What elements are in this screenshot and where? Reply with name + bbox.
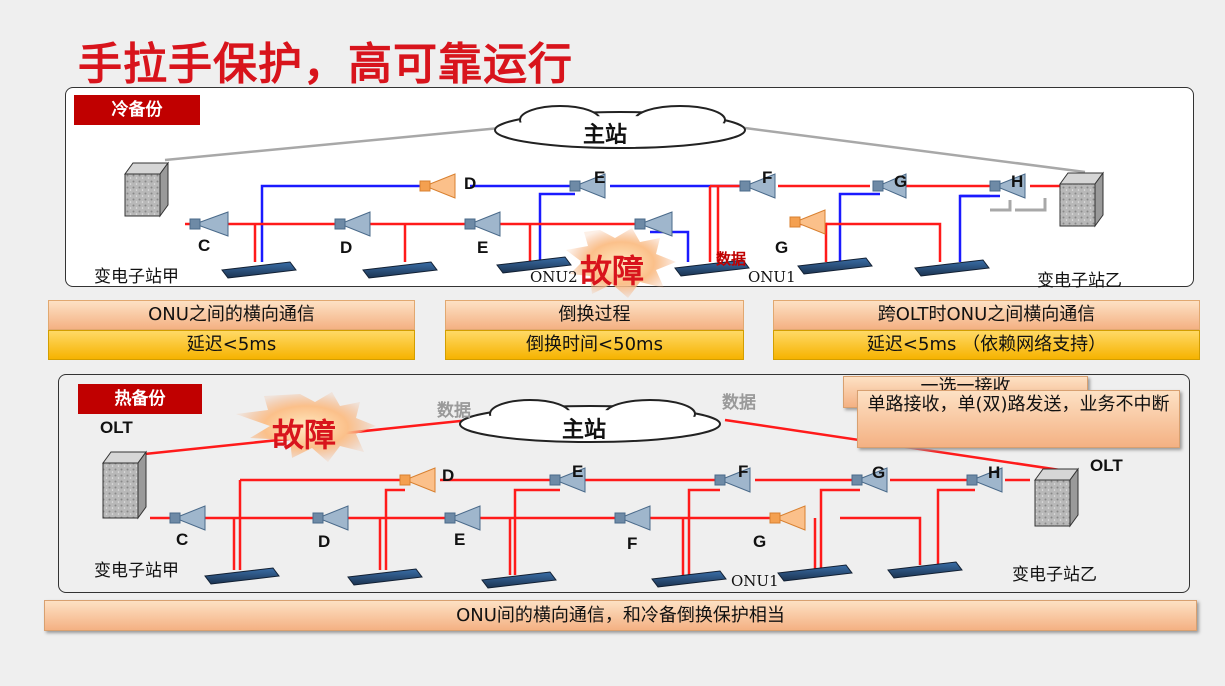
onu-icon xyxy=(797,257,873,275)
onu-icon xyxy=(347,568,423,586)
splitter-icon xyxy=(549,467,586,493)
cold-onu1-label: ONU1 xyxy=(748,268,796,286)
hot-fault-burst xyxy=(236,392,376,462)
hot-onu1-label: ONU1 xyxy=(731,572,779,590)
splitter-icon xyxy=(739,173,776,199)
cold-node-g-bottom: G xyxy=(775,238,789,257)
splitter-icon xyxy=(989,173,1026,199)
onu-icon xyxy=(362,261,438,279)
hot-node-e-bottom: E xyxy=(454,530,466,549)
splitter-icon xyxy=(334,211,371,237)
hot-olt-left-label: OLT xyxy=(100,418,133,437)
page-title: 手拉手保护，高可靠运行 xyxy=(78,39,573,90)
hot-node-h-top: H xyxy=(988,463,1001,482)
hot-node-g-bottom: G xyxy=(753,532,767,551)
cold-box-switchover: 倒换过程 倒换时间<50ms xyxy=(445,300,744,360)
cold-box-switchover-title: 倒换过程 xyxy=(445,300,744,330)
splitter-icon xyxy=(419,173,456,199)
hot-master-cloud xyxy=(459,399,721,443)
onu-icon xyxy=(887,561,963,579)
cold-node-h-top: H xyxy=(1011,172,1024,191)
cold-node-g-top: G xyxy=(894,172,908,191)
onu-icon xyxy=(777,564,853,582)
hot-node-f-bottom: F xyxy=(627,534,638,553)
onu-icon xyxy=(674,259,750,277)
hot-backup-panel xyxy=(58,374,1190,593)
cold-box-cross-olt: 跨OLT时ONU之间横向通信 延迟<5ms （依赖网络支持） xyxy=(773,300,1200,360)
cold-node-d-bottom: D xyxy=(340,238,353,257)
cold-backup-lines xyxy=(260,184,1000,262)
hot-node-g-top: G xyxy=(872,463,886,482)
onu-icon xyxy=(914,259,990,277)
hot-ring-lines xyxy=(150,478,1030,575)
hot-backup-tag: 热备份 xyxy=(78,384,202,414)
splitters xyxy=(169,173,1026,531)
hot-node-d-top: D xyxy=(442,466,455,485)
hot-node-d-bottom: D xyxy=(318,532,331,551)
splitter-icon xyxy=(872,173,907,199)
onu-icon xyxy=(221,261,297,279)
hot-node-c: C xyxy=(176,530,189,549)
splitter-icon xyxy=(169,505,206,531)
splitter-icon xyxy=(464,211,501,237)
cold-node-e-bottom: E xyxy=(477,238,489,257)
onu-icon xyxy=(481,571,557,589)
cold-box-cross-olt-title: 跨OLT时ONU之间横向通信 xyxy=(773,300,1200,330)
cold-node-f-top: F xyxy=(762,168,773,187)
hot-station-b-label: 变电子站乙 xyxy=(1012,565,1097,585)
cold-olt-a-cube xyxy=(124,161,169,218)
onu-devices xyxy=(204,256,990,589)
cold-data-label: 数据 xyxy=(716,250,747,268)
splitter-icon xyxy=(444,505,481,531)
cold-fault-burst xyxy=(566,228,676,298)
hot-station-a-label: 变电子站甲 xyxy=(94,561,179,581)
hot-data-right-label: 数据 xyxy=(722,393,756,413)
cold-master-cloud xyxy=(494,105,746,149)
cold-box-cross-olt-value: 延迟<5ms （依赖网络支持） xyxy=(773,330,1200,360)
hot-data-left-label: 数据 xyxy=(437,401,471,421)
cold-box-onu-comm-title: ONU之间的横向通信 xyxy=(48,300,415,330)
splitter-icon xyxy=(189,211,229,237)
splitter-icon xyxy=(966,467,1003,493)
hot-master-label: 主站 xyxy=(562,417,607,442)
cold-master-label: 主站 xyxy=(583,122,628,147)
onu-icon xyxy=(496,256,572,274)
cold-master-links xyxy=(164,126,1086,174)
splitter-icon xyxy=(614,505,651,531)
cold-fault-label: 故障 xyxy=(580,252,645,290)
cold-station-a-label: 变电子站甲 xyxy=(94,267,179,287)
cold-box-onu-comm: ONU之间的横向通信 延迟<5ms xyxy=(48,300,415,360)
cold-station-b-label: 变电子站乙 xyxy=(1037,271,1122,291)
hot-node-e-top: E xyxy=(572,462,584,481)
cold-backup-tag: 冷备份 xyxy=(74,95,200,125)
cold-gray-stub xyxy=(990,198,1047,212)
hot-note-front: 单路接收，单(双)路发送，业务不中断 xyxy=(857,390,1180,448)
hot-olt-a-cube xyxy=(102,450,147,520)
cold-node-d-top: D xyxy=(464,174,477,193)
hot-olt-b-cube xyxy=(1034,467,1079,528)
hot-olt-right-label: OLT xyxy=(1090,456,1123,475)
splitter-icon xyxy=(769,505,806,531)
splitter-icon xyxy=(399,467,436,493)
onu-icon xyxy=(204,567,280,585)
cold-node-c: C xyxy=(198,236,211,255)
splitter-icon xyxy=(789,209,826,235)
hot-fault-label: 故障 xyxy=(272,416,337,454)
splitter-icon xyxy=(851,467,888,493)
cold-box-switchover-value: 倒换时间<50ms xyxy=(445,330,744,360)
cold-main-lines xyxy=(185,184,1060,262)
splitter-icon xyxy=(312,505,349,531)
cold-olt-b-cube xyxy=(1059,171,1104,228)
splitter-icon xyxy=(634,211,673,237)
onu-icon xyxy=(651,570,727,588)
hot-summary-bar: ONU间的横向通信，和冷备倒换保护相当 xyxy=(44,600,1197,631)
splitter-icon xyxy=(714,467,751,493)
cold-box-onu-comm-value: 延迟<5ms xyxy=(48,330,415,360)
cold-node-e-top: E xyxy=(594,168,606,187)
splitter-icon xyxy=(569,173,606,199)
hot-node-f-top: F xyxy=(738,462,749,481)
cold-onu2-label: ONU2 xyxy=(530,268,578,286)
